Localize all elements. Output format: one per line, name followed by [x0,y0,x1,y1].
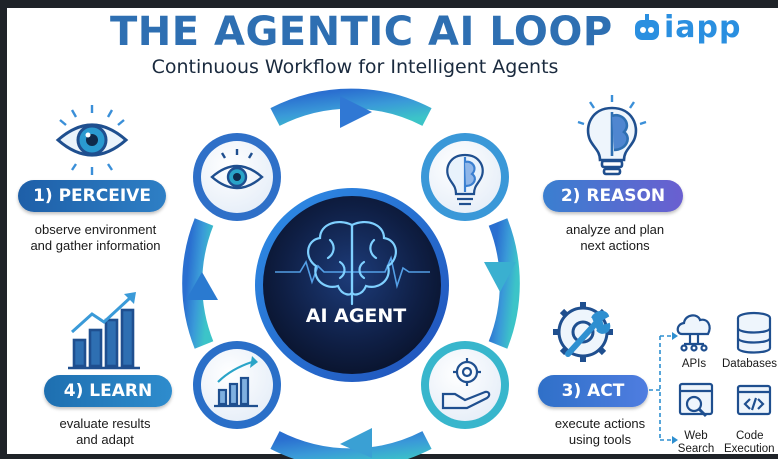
step-reason-desc-line2: next actions [580,238,650,253]
ring-arc-left [182,218,214,349]
node-learn [193,341,281,429]
web-search-icon [678,382,714,418]
tool-connectors [648,335,672,441]
ring-arc-top [270,88,432,126]
growth-chart-icon [68,292,140,370]
node-eye-icon [210,149,264,190]
step-learn-desc: evaluate results and adapt [30,416,180,448]
left-frame-bar [0,0,7,459]
brand-name: iapp [664,10,742,45]
node-perceive [193,133,281,221]
step-perceive-desc-line1: observe environment [34,222,157,237]
pulse-line [275,255,430,290]
step-reason-desc-line1: analyze and plan [565,222,665,237]
eye-icon [55,105,129,175]
robot-head-icon [635,14,659,40]
ring-arc-bottom [270,431,432,459]
loop-ring [182,88,520,459]
ai-agent-core [255,188,449,382]
loop-arrowheads [186,96,516,458]
step-act-desc: execute actions using tools [525,416,675,448]
node-lightbulb-icon [446,153,484,206]
cloud-network-icon [676,314,711,352]
brain-icon [307,221,397,306]
lightbulb-brain-icon [577,95,647,176]
step-act-desc-line1: execute actions [554,416,646,431]
tool-code-execution-line2: Execution [724,443,775,455]
arrowhead-top [340,96,372,128]
database-icon [736,311,772,354]
tool-code-execution-line1: Code [736,430,764,442]
ai-agent-label: AI AGENT [305,305,407,327]
tool-databases-line1: Databases [722,358,777,370]
step-learn-desc-line2: and adapt [76,432,134,447]
top-frame-bar [0,0,778,8]
step-learn-pill: 4) LEARN [44,375,172,407]
step-perceive-desc: observe environment and gather informati… [8,222,183,254]
node-gear-hand-icon [441,358,491,410]
step-act-pill: 3) ACT [538,375,648,407]
step-perceive-desc-line2: and gather information [30,238,161,253]
page-subtitle: Continuous Workflow for Intelligent Agen… [151,56,559,78]
code-window-icon [736,384,772,416]
arrowhead-bottom [340,428,372,458]
step-reason-desc: analyze and plan next actions [540,222,690,254]
step-reason-pill: 2) REASON [543,180,683,212]
tool-web-search-line1: Web [684,430,708,442]
tool-databases-label: Databases [722,358,778,371]
tool-web-search-line2: Search [677,443,715,455]
page-title: THE AGENTIC AI LOOP [110,9,613,55]
tool-code-execution-label: Code Execution [724,430,778,456]
arrowhead-left [186,272,218,300]
step-perceive-pill: 1) PERCEIVE [18,180,166,212]
brand-logo: iapp [634,8,741,48]
step-act-desc-line2: using tools [568,432,632,447]
arrowhead-right [484,262,516,292]
tool-apis-label: APIs [672,358,716,371]
tool-web-search-label: Web Search [672,430,720,456]
step-learn-desc-line1: evaluate results [59,416,151,431]
node-act [421,341,509,429]
tool-apis-line1: APIs [681,358,707,370]
node-reason [421,133,509,221]
ring-arc-right [488,218,520,349]
gear-wrench-icon [553,302,613,362]
node-chart-icon [214,356,258,408]
